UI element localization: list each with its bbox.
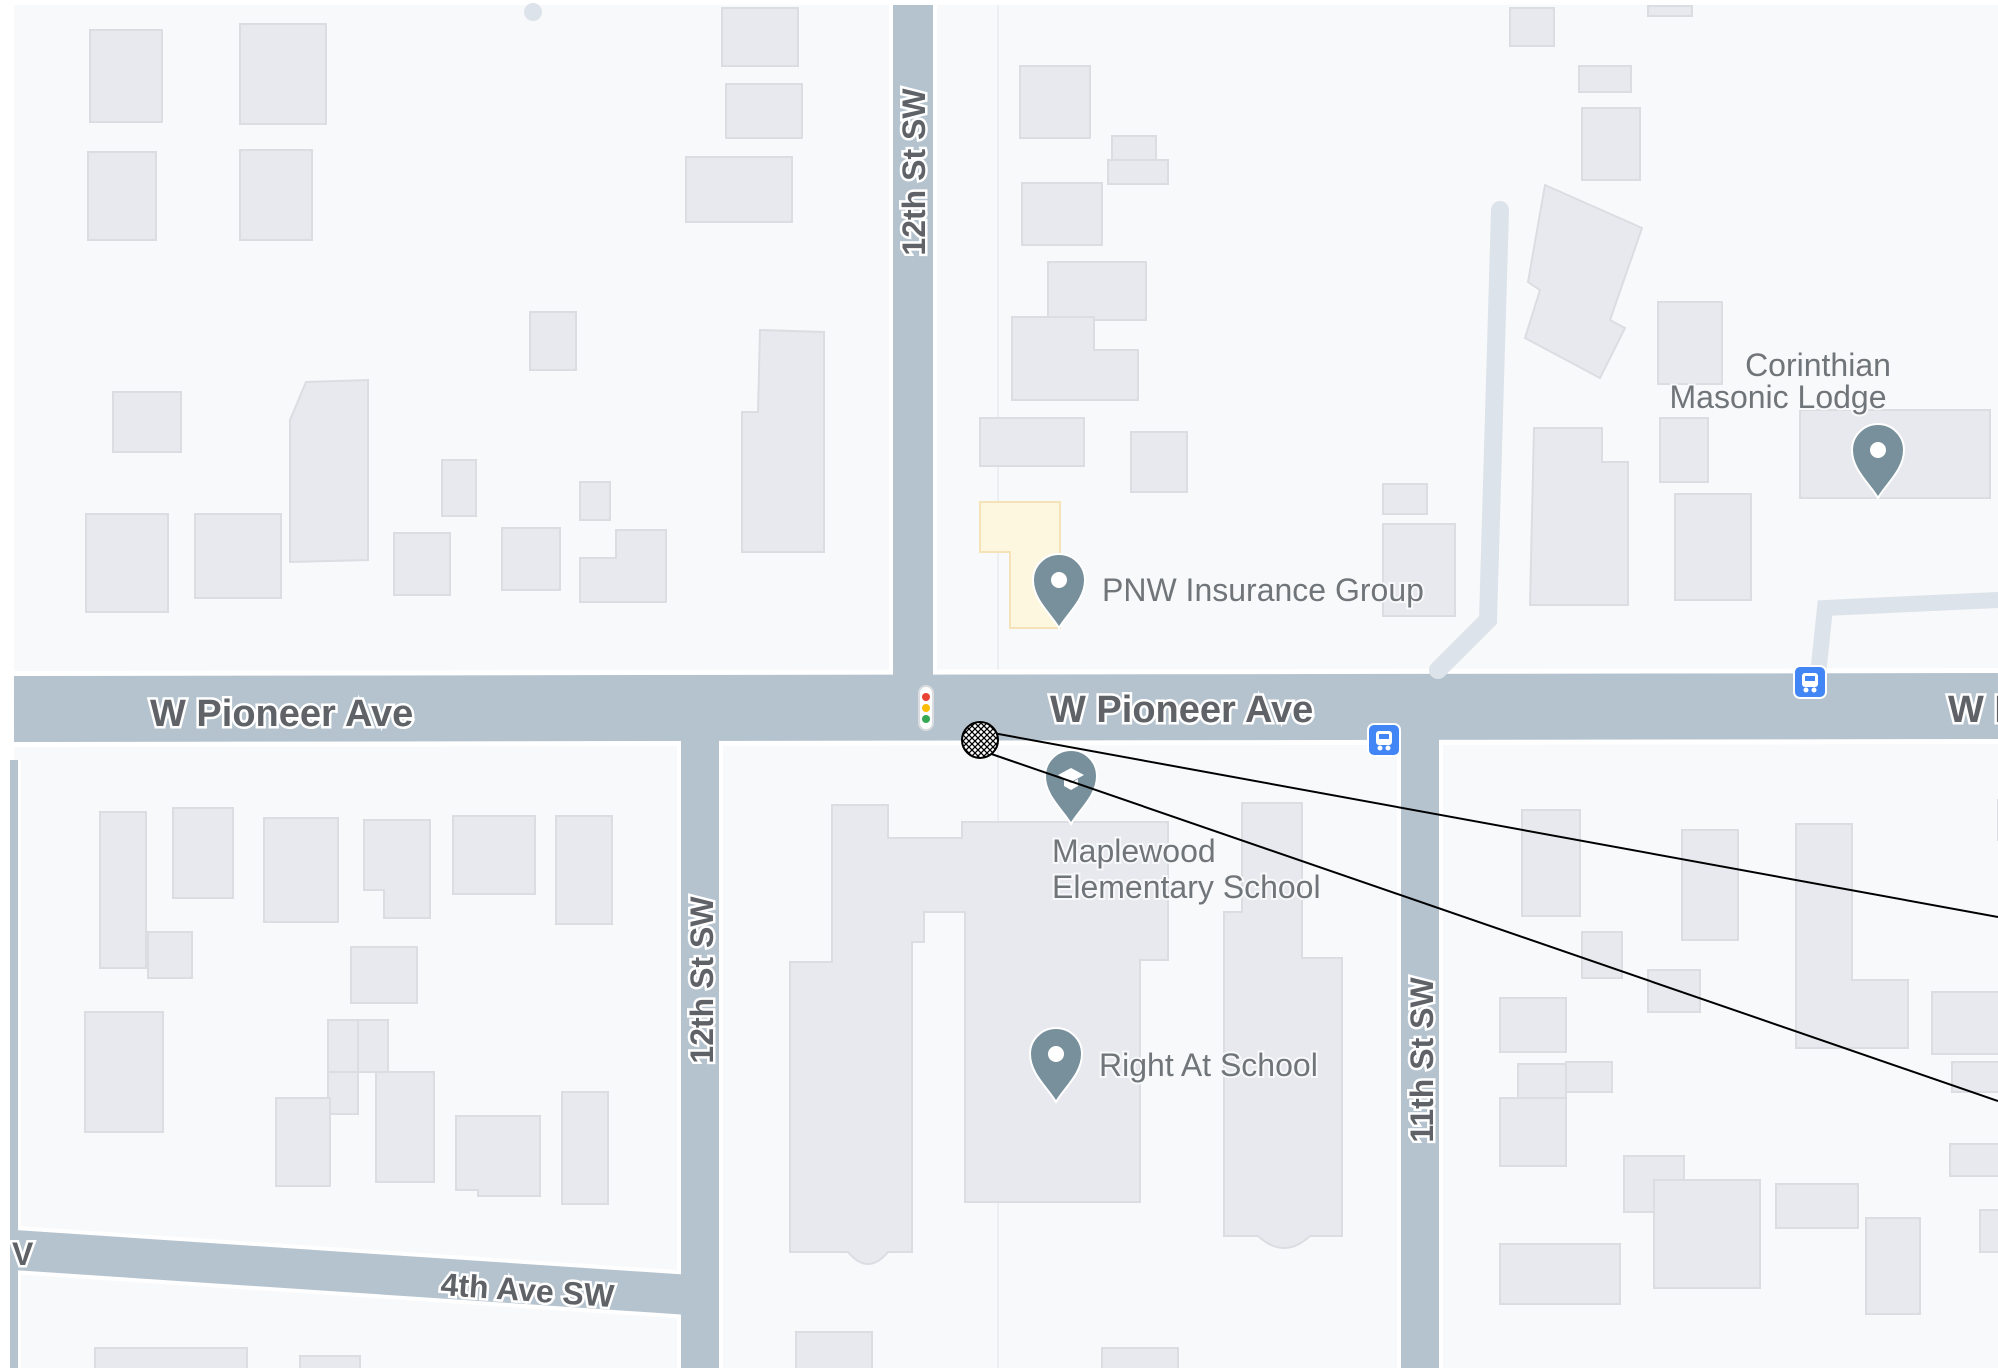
street-label-edge-fragment: V — [12, 1236, 34, 1272]
street-label-w-pioneer-ave-center: W Pioneer Ave — [1050, 689, 1313, 731]
place-label-right-at-school[interactable]: Right At School — [1097, 1045, 1320, 1085]
road-w-pioneer-ave — [13, 673, 1998, 742]
marker-rays — [973, 730, 1998, 1102]
place-pin-icon[interactable] — [1850, 423, 1906, 501]
street-label-w-pioneer-ave-east: W P — [1948, 689, 1998, 731]
street-label-w-pioneer-ave-west: W Pioneer Ave — [150, 693, 413, 735]
place-label-corinthian[interactable]: Corinthian — [1743, 345, 1893, 385]
roads — [10, 5, 1998, 1368]
street-label-12th-st-sw-south: 12th St SW — [684, 896, 720, 1064]
place-label-pnw-insurance-group[interactable]: PNW Insurance Group — [1100, 570, 1426, 610]
place-label-maplewood[interactable]: Maplewood — [1050, 831, 1218, 871]
road-4th-ave-sw — [12, 1230, 692, 1315]
hatched-marker-icon[interactable] — [961, 721, 999, 759]
place-label-elementary-school[interactable]: Elementary School — [1050, 867, 1323, 907]
street-label-11th-st-sw: 11th St SW — [1404, 977, 1440, 1143]
place-label-masonic-lodge[interactable]: Masonic Lodge — [1667, 377, 1888, 417]
bus-stop-icon[interactable] — [1793, 665, 1827, 699]
place-pin-icon[interactable] — [1028, 1027, 1084, 1105]
traffic-light-icon[interactable] — [918, 685, 934, 731]
buildings — [84, 5, 1998, 1368]
street-label-12th-st-sw-north: 12th St SW — [896, 88, 932, 256]
alleys — [524, 3, 1998, 683]
place-pin-icon[interactable] — [1031, 553, 1087, 631]
bus-stop-icon[interactable] — [1367, 723, 1401, 757]
